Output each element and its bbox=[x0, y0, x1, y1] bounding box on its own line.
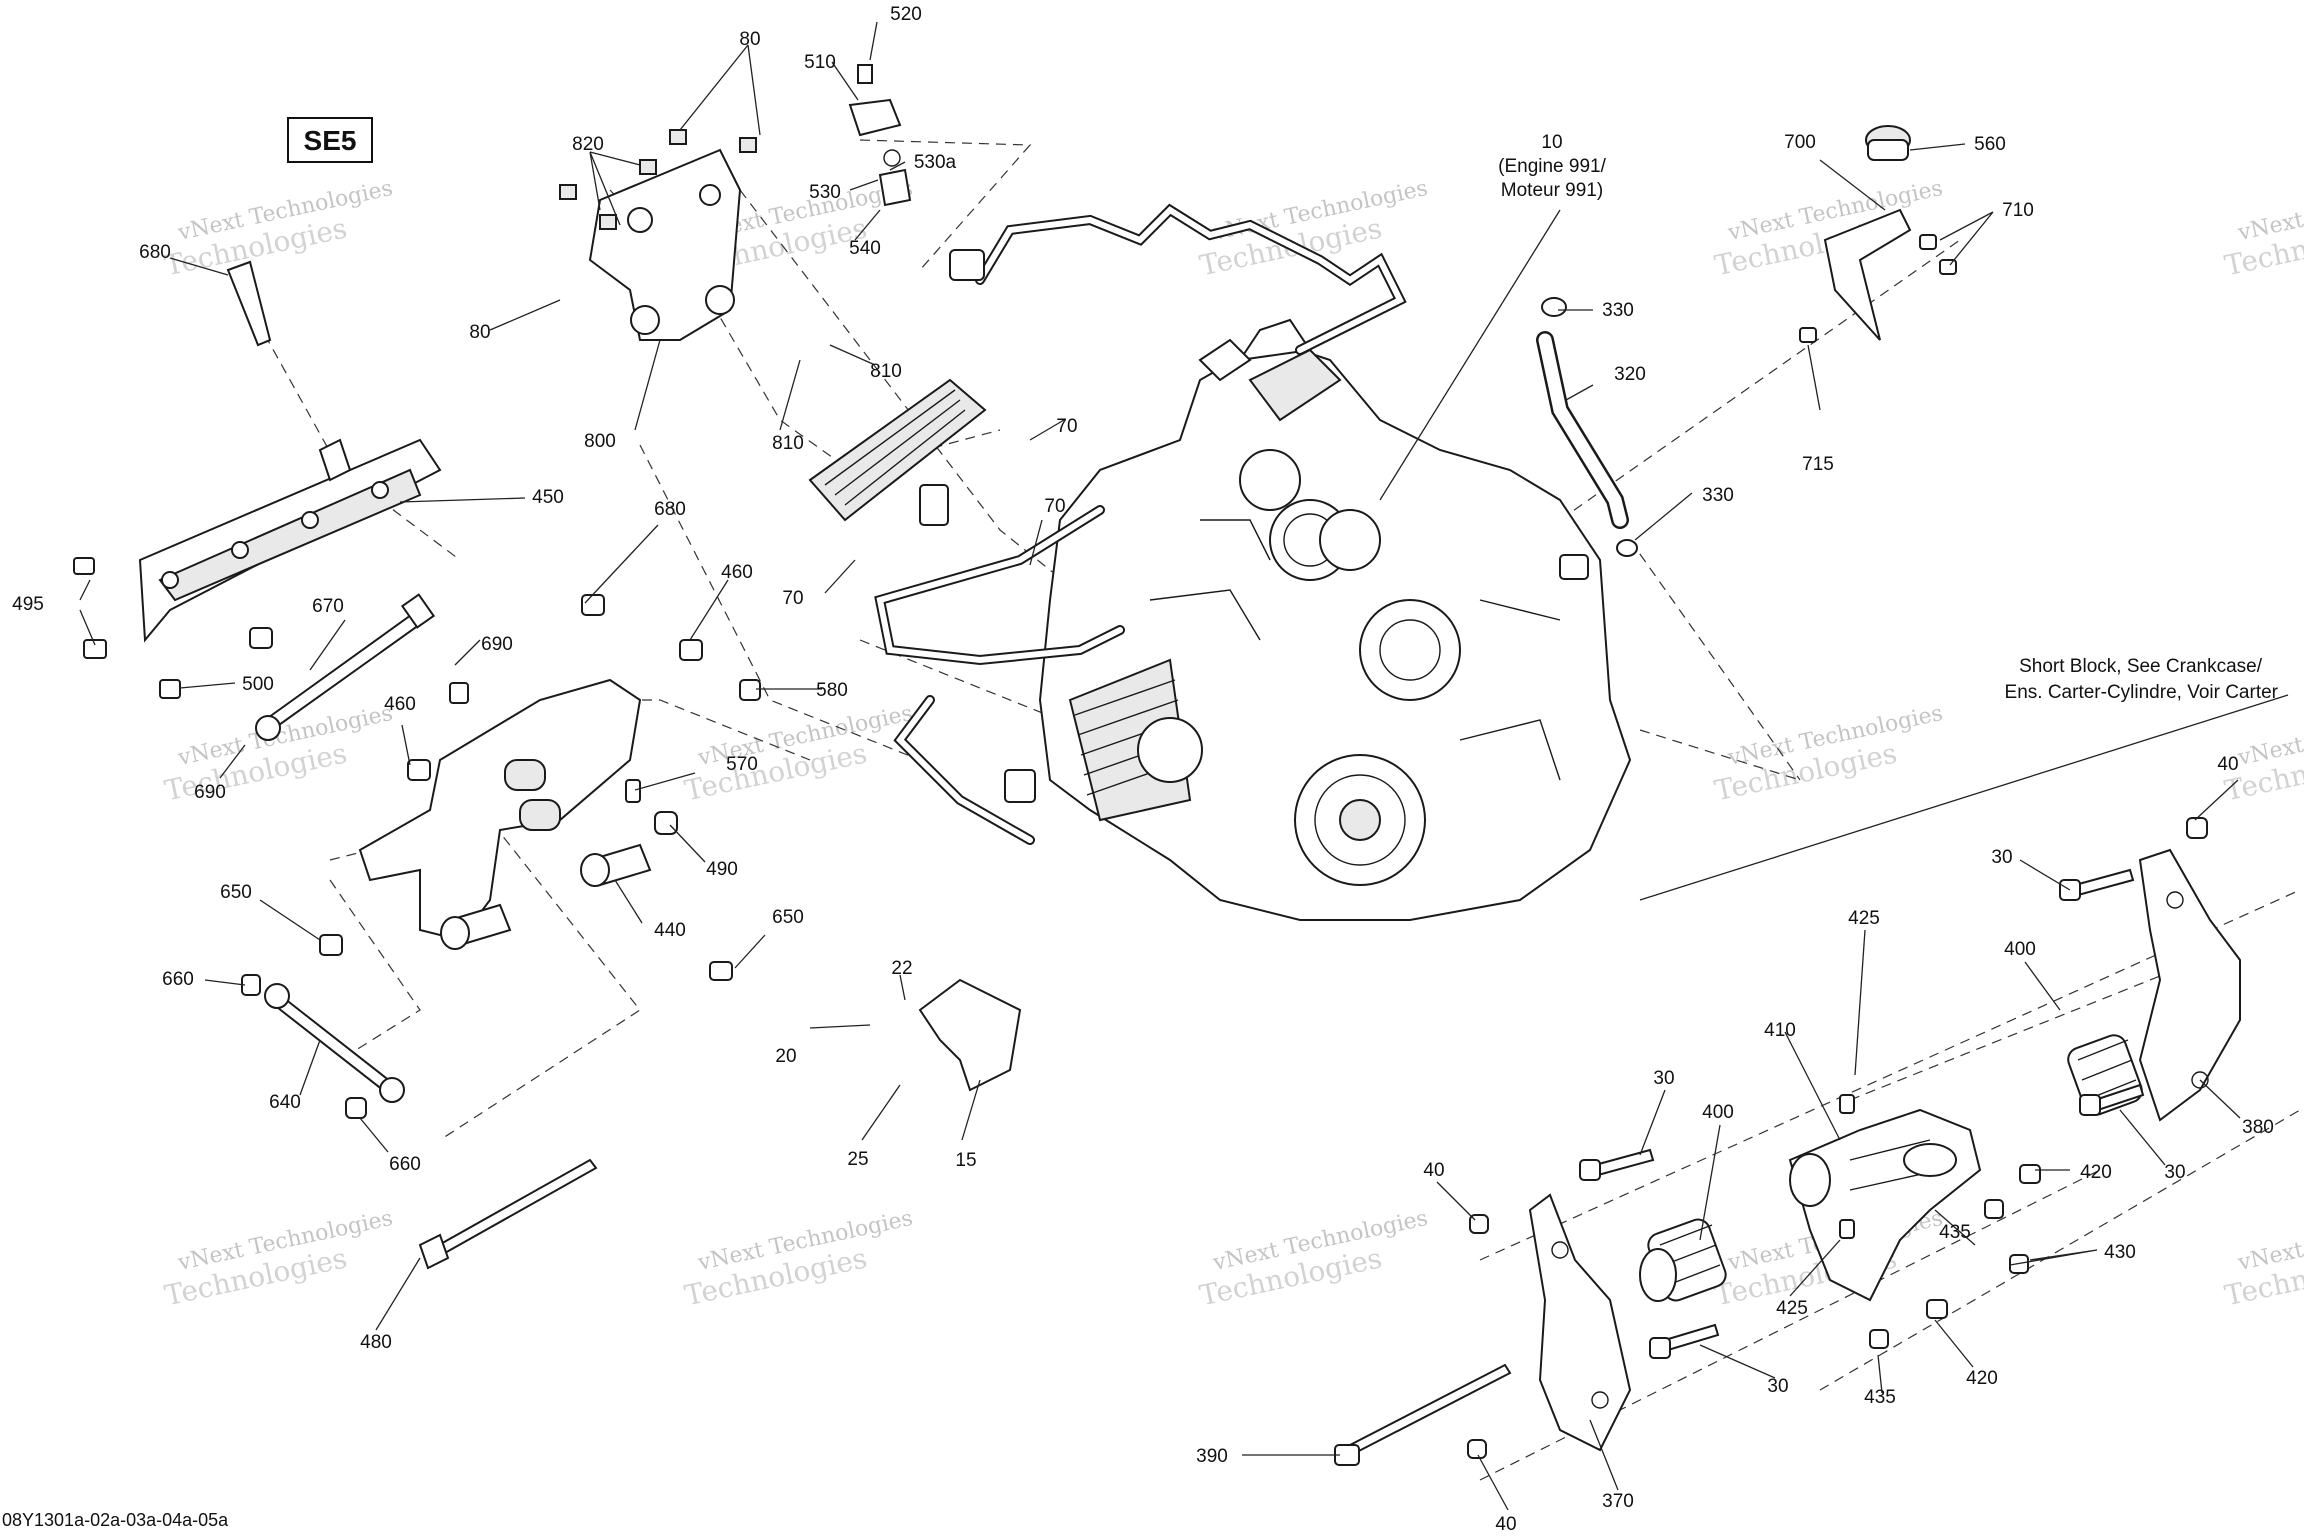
part-label: 650 bbox=[220, 882, 252, 903]
part-label: 420 bbox=[1966, 1368, 1998, 1389]
engine-callout: 10 (Engine 991/ Moteur 991) bbox=[1498, 132, 1606, 201]
engine-rail-bracket bbox=[138, 438, 442, 643]
upper-right-bracket bbox=[1799, 125, 1957, 343]
part-label: 70 bbox=[1044, 496, 1065, 517]
part-label: 30 bbox=[1653, 1068, 1674, 1089]
part-label: 800 bbox=[584, 431, 616, 452]
link-rod bbox=[264, 983, 405, 1103]
part-label: 380 bbox=[2242, 1117, 2274, 1138]
part-label: 810 bbox=[870, 361, 902, 382]
part-label: 330 bbox=[1602, 300, 1634, 321]
part-label: 640 bbox=[269, 1092, 301, 1113]
part-label: 420 bbox=[2080, 1162, 2112, 1183]
part-label: 680 bbox=[654, 499, 686, 520]
part-label: 435 bbox=[1864, 1387, 1896, 1408]
part-label: 700 bbox=[1784, 132, 1816, 153]
part-label: 810 bbox=[772, 433, 804, 454]
part-label: 70 bbox=[1056, 416, 1077, 437]
part-label: 390 bbox=[1196, 1446, 1228, 1467]
part-label: 40 bbox=[1495, 1514, 1516, 1535]
part-label: 80 bbox=[469, 322, 490, 343]
part-label: 500 bbox=[242, 674, 274, 695]
breather-hose bbox=[1536, 297, 1638, 557]
part-label: 330 bbox=[1702, 485, 1734, 506]
part-label: 490 bbox=[706, 859, 738, 880]
part-label: 540 bbox=[849, 238, 881, 259]
part-label: 320 bbox=[1614, 364, 1646, 385]
part-label: 495 bbox=[12, 594, 44, 615]
part-label: 40 bbox=[2217, 754, 2238, 775]
part-label: 370 bbox=[1602, 1491, 1634, 1512]
part-label: 440 bbox=[654, 920, 686, 941]
part-label: 715 bbox=[1802, 454, 1834, 475]
leader-lines bbox=[79, 21, 2289, 1511]
mount-plate-370 bbox=[1528, 1193, 1632, 1452]
ecm-bracket bbox=[559, 129, 757, 341]
short-block-callout: Short Block, See Crankcase/ Ens. Carter-… bbox=[2005, 656, 2279, 703]
part-number-labels: 520 510 530a 530 540 80 820 80 800 810 8… bbox=[12, 4, 2274, 1535]
part-label: 520 bbox=[890, 4, 922, 25]
part-label: 660 bbox=[389, 1154, 421, 1175]
callout-engine-fr: Moteur 991) bbox=[1501, 180, 1603, 201]
section-badge: SE5 bbox=[287, 117, 373, 163]
part-label: 660 bbox=[162, 969, 194, 990]
part-label: 425 bbox=[1776, 1298, 1808, 1319]
part-label: 530 bbox=[809, 182, 841, 203]
right-mount-bracket bbox=[1788, 1108, 1982, 1302]
wiring-harness bbox=[874, 203, 1589, 845]
part-label: 670 bbox=[312, 596, 344, 617]
part-label: 450 bbox=[532, 487, 564, 508]
engine-assembly bbox=[1038, 318, 1632, 921]
part-label: 410 bbox=[1764, 1020, 1796, 1041]
part-label: 820 bbox=[572, 134, 604, 155]
part-label: 480 bbox=[360, 1332, 392, 1353]
part-label: 570 bbox=[726, 754, 758, 775]
fasteners-right bbox=[1334, 817, 2208, 1466]
part-label: 690 bbox=[481, 634, 513, 655]
part-label: 680 bbox=[139, 242, 171, 263]
part-label: 22 bbox=[891, 958, 912, 979]
part-label: 80 bbox=[739, 29, 760, 50]
mount-plate-380 bbox=[2138, 848, 2241, 1122]
part-label: 400 bbox=[2004, 939, 2036, 960]
mount-bushing-lower bbox=[1639, 1218, 1727, 1302]
tie-rod bbox=[255, 593, 436, 741]
part-label: 435 bbox=[1939, 1222, 1971, 1243]
part-label: 430 bbox=[2104, 1242, 2136, 1263]
map-sensor-group bbox=[848, 64, 912, 207]
part-label: 400 bbox=[1702, 1102, 1734, 1123]
fasteners-left bbox=[73, 260, 761, 1119]
part-label: 460 bbox=[721, 562, 753, 583]
part-label: 40 bbox=[1423, 1160, 1444, 1181]
part-label: 650 bbox=[772, 907, 804, 928]
callout-engine-number: 10 bbox=[1541, 132, 1562, 153]
heat-shield bbox=[918, 978, 1022, 1092]
callout-engine-en: (Engine 991/ bbox=[1498, 156, 1606, 177]
left-mount-bracket bbox=[358, 678, 652, 950]
part-label: 690 bbox=[194, 782, 226, 803]
figure-code: 08Y1301a-02a-03a-04a-05a bbox=[2, 1510, 229, 1530]
part-label: 30 bbox=[2164, 1162, 2185, 1183]
callout-short-block-fr: Ens. Carter-Cylindre, Voir Carter bbox=[2005, 682, 2279, 703]
ecm-module bbox=[808, 378, 987, 526]
part-label: 25 bbox=[847, 1149, 868, 1170]
part-label: 580 bbox=[816, 680, 848, 701]
part-label: 20 bbox=[775, 1046, 796, 1067]
part-label: 15 bbox=[955, 1150, 976, 1171]
part-label: 30 bbox=[1991, 847, 2012, 868]
long-bolt-480 bbox=[418, 1158, 598, 1270]
part-label: 460 bbox=[384, 694, 416, 715]
section-badge-text: SE5 bbox=[304, 125, 357, 156]
part-label: 560 bbox=[1974, 134, 2006, 155]
part-label: 30 bbox=[1767, 1376, 1788, 1397]
part-label: 530a bbox=[914, 152, 957, 173]
part-label: 70 bbox=[782, 588, 803, 609]
part-label: 710 bbox=[2002, 200, 2034, 221]
part-label: 510 bbox=[804, 52, 836, 73]
part-label: 425 bbox=[1848, 908, 1880, 929]
callout-short-block-en: Short Block, See Crankcase/ bbox=[2019, 656, 2263, 677]
